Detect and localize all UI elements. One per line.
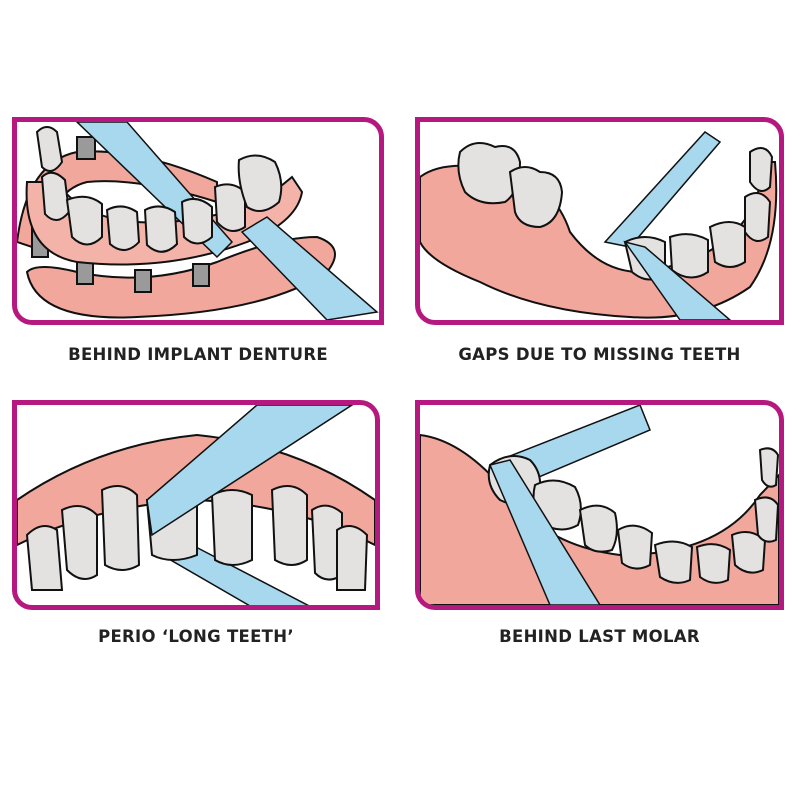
implant-denture-illustration (17, 122, 379, 320)
floss-strip (146, 405, 354, 537)
upper-front-teeth (25, 485, 369, 591)
floss-strip (603, 131, 722, 248)
missing-teeth-illustration (420, 131, 778, 320)
perio-teeth-illustration (17, 405, 375, 605)
last-molar-illustration (420, 405, 779, 605)
panel-perio-long-teeth (12, 400, 380, 610)
lower-teeth (487, 447, 779, 584)
caption-behind-implant-denture: BEHIND IMPLANT DENTURE (68, 345, 328, 364)
caption-perio-long-teeth: PERIO ‘LONG TEETH’ (98, 627, 294, 646)
floss-strip (488, 459, 601, 605)
floss-strip (240, 216, 379, 320)
caption-gaps-missing-teeth: GAPS DUE TO MISSING TEETH (458, 345, 741, 364)
caption-behind-last-molar: BEHIND LAST MOLAR (499, 627, 700, 646)
implant-post-icon (76, 136, 96, 160)
floss-strip (623, 240, 732, 320)
molar-teeth (457, 142, 564, 229)
panel-behind-last-molar (415, 400, 784, 610)
implant-post-icon (192, 263, 210, 287)
implant-post-icon (134, 269, 152, 293)
denture-teeth (35, 126, 283, 253)
panel-behind-implant-denture (12, 117, 384, 325)
panel-gaps-missing-teeth (415, 117, 784, 325)
implant-post-icon (76, 261, 94, 285)
